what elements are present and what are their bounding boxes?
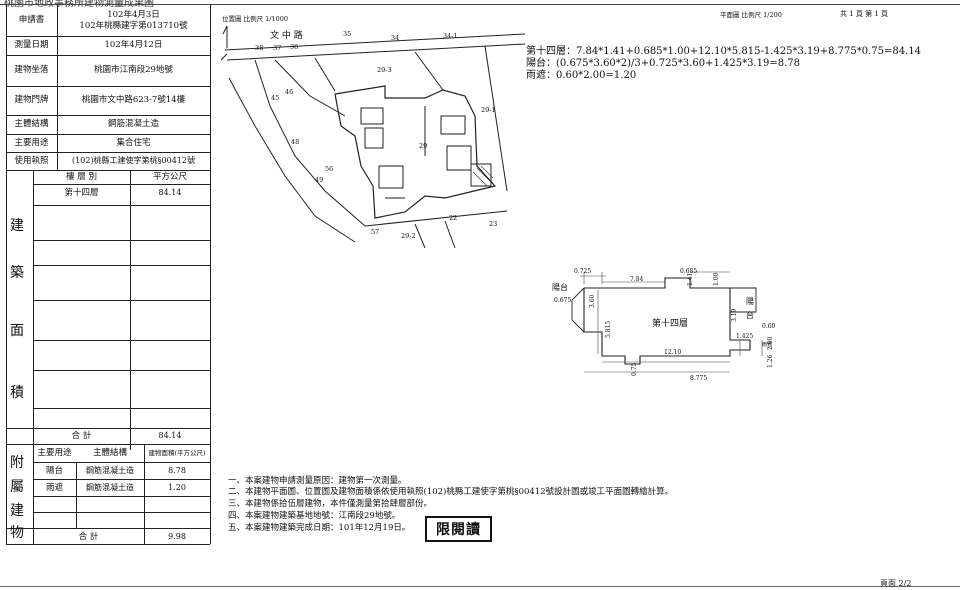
col-floor-header: 樓 層 別 [66,171,97,182]
balcony-right-label-2: 台 [746,310,754,320]
bottom-border [0,586,960,587]
lot-29-1: 29-1 [481,106,496,114]
floor-plan: 0.725 7.84 0.685 1.41 1.00 0.675 3.60 5.… [552,268,776,382]
label-use-license: 使用執照 [14,155,49,166]
label-building-address: 建物門牌 [14,95,49,106]
lot-49: 49 [315,176,323,184]
label-application: 申請書 [18,14,45,25]
balcony-left-label: 陽台 [552,282,568,292]
dim-075: 0.75 [631,362,638,376]
value-survey-date: 102年4月12日 [104,40,163,51]
top-border [0,4,960,5]
redaction-band [14,550,540,588]
lot-34-1: 34-1 [443,32,458,40]
attached-char-1: 附 [10,455,24,471]
dim-8775: 8.775 [690,375,707,382]
lot-45: 45 [271,94,279,102]
note-2: 二、本建物平面圖、位置圖及建物面積係依使用執照(102)桃縣工建使字第桃§004… [228,487,674,497]
dim-5815: 5.815 [605,321,612,338]
attached-row-balcony-use: 陽台 [45,465,63,476]
lot-57: 57 [371,228,379,236]
note-4: 四、本案建物建築基地地號：江南段29地號。 [228,511,401,521]
attached-col-area: 建物面積(平方公尺) [148,448,206,457]
attached-row-balcony-struct: 鋼筋混凝土造 [86,466,134,475]
dim-1210: 12.10 [664,349,681,356]
attached-row-canopy-use: 雨遮 [45,482,63,493]
formula-balcony: 陽台：(0.675*3.60*2)/3+0.725*3.60+1.425*3.1… [526,58,800,69]
dim-784: 7.84 [630,276,644,283]
col-area-header: 平方公尺 [152,171,187,182]
note-1: 一、本案建物申請測量原因：建物第一次測量。 [228,476,407,486]
attached-char-2: 屬 [10,479,24,495]
dim-0725: 0.725 [574,268,591,275]
building-area-char-3: 面 [10,323,24,339]
lot-48: 48 [291,138,299,146]
lot-46: 46 [285,88,293,96]
lot-29: 29 [419,142,427,150]
label-survey-date: 測量日期 [14,40,49,51]
dim-060: 0.60 [762,323,776,330]
value-use-license: (102)桃縣工建使字第桃§00412號 [72,156,195,165]
lot-35: 35 [343,30,351,38]
lot-29-3: 29-3 [377,66,392,74]
building-total-label: 合 計 [71,430,92,441]
building-area-char-1: 建 [10,218,24,234]
label-building-location: 建物坐落 [14,65,49,76]
dim-319: 3.19 [731,308,738,322]
lot-56: 56 [325,165,333,173]
dim-126: 1.26 [767,354,774,368]
canopy-label: 雨遮 [762,341,772,348]
attached-row-canopy-struct: 鋼筋混凝土造 [86,483,134,492]
lot-23: 23 [489,220,497,228]
location-map-header: 位置圖 比例尺 1/1000 [222,15,288,23]
lot-22: 22 [449,214,457,222]
dim-1425: 1.425 [736,333,753,340]
dim-0685: 0.685 [680,268,697,275]
restricted-stamp: 限閱讀 [425,516,492,542]
lot-38: 38 [255,44,263,52]
note-3: 三、本建物係拾伍層建物，本件僅測量第拾肆層部份。 [228,499,433,509]
lot-34: 34 [391,34,399,42]
attached-row-balcony-area: 8.78 [168,466,186,475]
floor-14-label: 第十四層 [64,187,99,198]
lot-29-2: 29-2 [401,232,416,240]
location-map: 文 中 路 35 34 34-1 38 37 36 29-3 45 46 29-… [220,25,526,249]
dim-0675: 0.675 [554,297,571,304]
attached-char-4: 物 [10,525,24,541]
balcony-right-label-1: 陽 [746,297,754,306]
attached-total-value: 9.98 [168,532,186,541]
note-5: 五、本案建物建築完成日期：101年12月19日。 [228,523,411,533]
lot-36: 36 [290,43,298,51]
lot-37: 37 [273,44,281,52]
floor-plan-header: 平面圖 比例尺 1/200 [720,11,782,19]
attached-row-canopy-area: 1.20 [168,483,186,492]
building-area-char-4: 積 [10,385,24,401]
floor-14-area: 84.14 [158,188,182,197]
road-label: 文 中 路 [270,29,303,41]
value-main-structure: 鋼筋混凝土造 [107,119,159,130]
building-total-value: 84.14 [158,431,182,440]
formula-floor14: 第十四層：7.84*1.41+0.685*1.00+12.10*5.815-1.… [526,46,921,57]
attached-col-use: 主要用途 [37,447,72,458]
label-main-structure: 主體結構 [14,119,49,130]
dim-200: 2.00 [767,336,774,350]
value-main-use: 集合住宅 [116,137,151,148]
dim-141: 1.41 [687,273,694,286]
application-date: 102年4月3日 [107,10,160,21]
corner-mark: 頁面 2/2 [880,579,912,588]
room-label-floor14: 第十四層 [652,317,688,329]
attached-col-struct: 主體結構 [92,447,127,458]
application-number: 102年桃縣建字第013710號 [79,21,188,31]
formula-canopy: 雨遮：0.60*2.00=1.20 [526,70,637,81]
building-area-char-2: 築 [10,265,24,281]
page-count: 共 1 頁 第 1 頁 [840,10,889,18]
value-building-location: 桃園市江南段29地號 [94,65,173,76]
label-main-use: 主要用途 [14,137,49,148]
attached-char-3: 建 [10,503,24,519]
dim-100: 1.00 [713,272,720,286]
value-building-address: 桃園市文中路623-7號14樓 [81,95,186,106]
value-application: 102年4月3日 102年桃縣建字第013710號 [57,6,210,36]
dim-360: 3.60 [589,294,596,308]
attached-total-label: 合 計 [78,531,99,542]
